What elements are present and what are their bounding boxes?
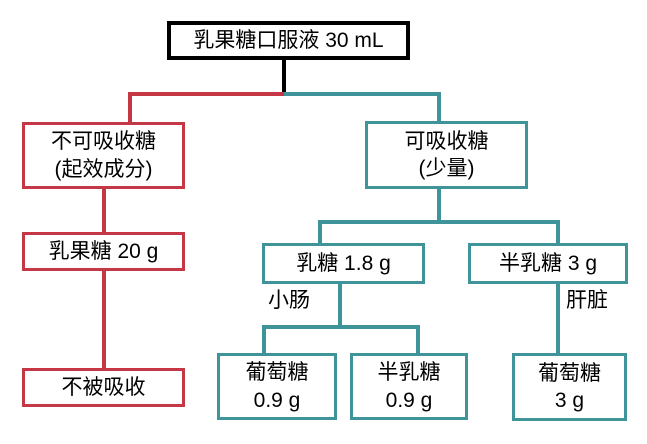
node-galactose-0-9g-line2: 0.9 g [385,388,433,412]
connector-lactulose-to-notabsorbed [102,270,106,369]
node-lactose-label: 乳糖 1.8 g [296,251,391,275]
connector-lactose-split-horizontal [262,325,420,329]
connector-galactose3g-to-glucose3g [556,282,560,354]
connector-left-branch-horizontal [128,92,286,96]
connector-nonabsorbable-to-lactulose [102,189,106,233]
connector-root-stem [282,60,286,96]
edge-label-liver: 肝脏 [566,289,608,312]
node-galactose-3g: 半乳糖 3 g [468,243,628,284]
connector-split-to-galactose3g [556,220,560,244]
connector-right-branch-drop [437,92,441,121]
node-glucose-0-9g-line1: 葡萄糖 [245,361,309,385]
node-absorbable-line1: 可吸收糖 [404,129,489,153]
node-non-absorbable-sugar: 不可吸收糖 (起效成分) [22,122,185,189]
node-glucose-3g: 葡萄糖 3 g [512,353,627,421]
edge-label-small-intestine: 小肠 [268,289,310,312]
node-lactulose-20g: 乳果糖 20 g [22,232,185,271]
node-not-absorbed-label: 不被吸收 [61,375,146,399]
connector-split-to-lactose [318,220,322,244]
connector-split-to-glucose09 [262,325,266,354]
node-glucose-3g-line1: 葡萄糖 [538,361,601,385]
node-galactose-0-9g-line1: 半乳糖 [377,361,441,385]
node-lactose-1-8g: 乳糖 1.8 g [262,243,425,284]
node-lactulose-label: 乳果糖 20 g [48,239,159,263]
node-absorbable-line2: (少量) [418,157,475,180]
node-absorbable-sugar: 可吸收糖 (少量) [365,121,528,189]
node-galactose-0-9g: 半乳糖 0.9 g [350,353,468,420]
connector-right-branch-horizontal [284,92,441,96]
node-non-absorbable-line1: 不可吸收糖 [51,130,156,154]
node-glucose-3g-line2: 3 g [554,389,585,412]
connector-lactose-stem [338,282,342,327]
connector-absorbable-stem [437,188,441,222]
node-glucose-0-9g: 葡萄糖 0.9 g [217,353,337,420]
node-galactose-3g-label: 半乳糖 3 g [498,251,598,275]
node-glucose-0-9g-line2: 0.9 g [253,388,301,412]
connector-absorbable-split-horizontal [318,220,560,224]
node-non-absorbable-line2: (起效成分) [54,157,153,181]
node-root: 乳果糖口服液 30 mL [167,21,410,60]
node-not-absorbed: 不被吸收 [22,368,185,407]
connector-split-to-galactose09 [416,325,420,354]
connector-left-branch-drop [128,92,132,122]
node-root-label: 乳果糖口服液 30 mL [193,28,384,52]
